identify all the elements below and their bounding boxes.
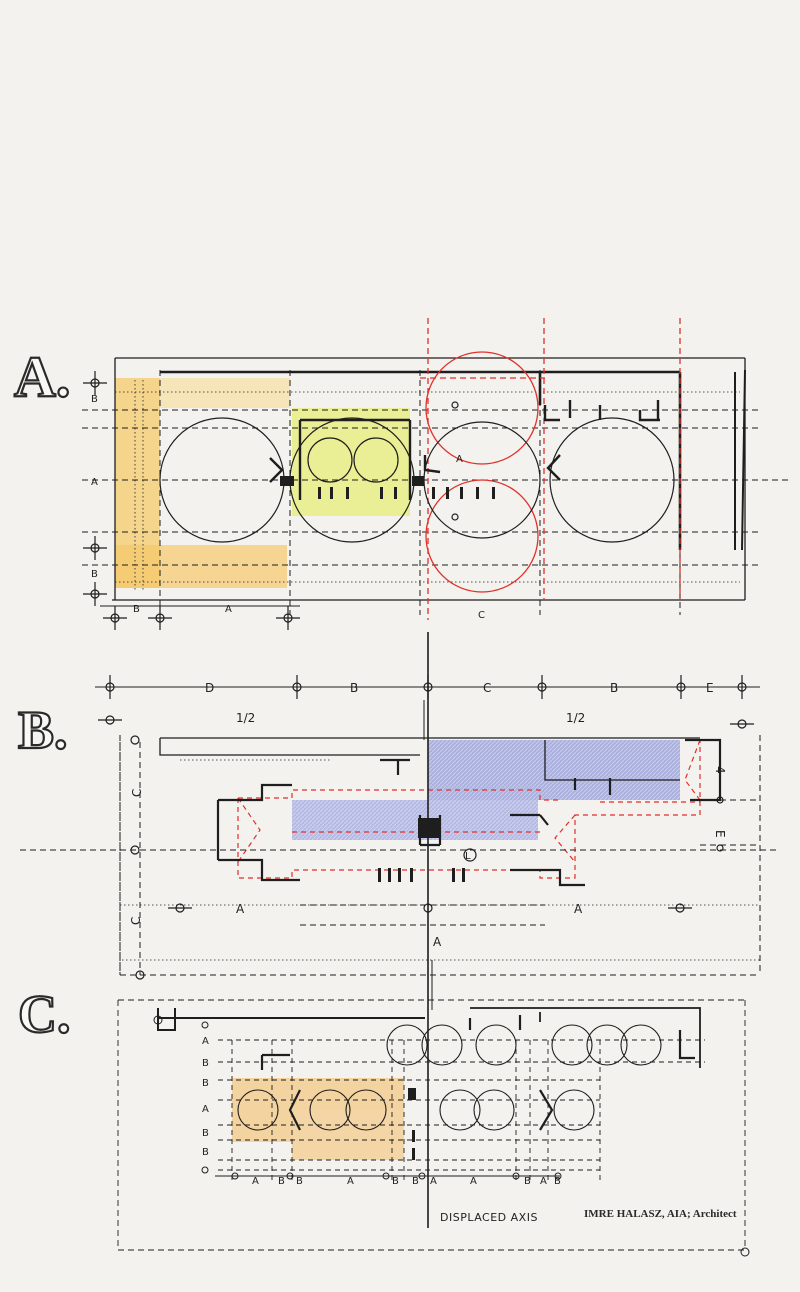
plan-c-dim-label: B	[524, 1176, 531, 1187]
plan-b-dim-label: C	[483, 681, 491, 695]
plan-c-dim-label: A	[430, 1176, 437, 1187]
plan-b-letter: B.	[18, 700, 68, 760]
plan-b-dim-label: 1/2	[236, 711, 255, 725]
plan-c-dim-label: B	[554, 1176, 561, 1187]
plan-c-orange-fill-left	[232, 1110, 292, 1142]
plan-b-dim-label: B	[350, 681, 358, 695]
plan-c-dim-label: A	[202, 1104, 209, 1115]
plan-b: D B C B E 1/2 1/2	[17, 675, 780, 980]
plan-a-yellow-fill-top	[160, 378, 290, 408]
plan-b-centerline-label: L	[465, 851, 471, 862]
plan-c-dim-label: B	[202, 1147, 209, 1158]
plan-a-dim-label: B	[91, 394, 98, 405]
plan-a-dim-label: B	[91, 569, 98, 580]
plan-c-dim-label: A	[252, 1176, 259, 1187]
plan-c-dim-label: A	[540, 1176, 547, 1187]
plan-c-dim-label: B	[412, 1176, 419, 1187]
plan-c-dim-label: A	[347, 1176, 354, 1187]
plan-c-dim-label: B	[202, 1058, 209, 1069]
plan-c-dim-label: B	[278, 1176, 285, 1187]
plan-c: A B B A B B A B B A A A B B B A B	[17, 983, 750, 1257]
plan-b-dim-label: 1/2	[566, 711, 585, 725]
plan-b-dim-label: C	[129, 917, 143, 925]
plan-b-dim-label: C	[130, 789, 144, 797]
plan-c-dim-label: A	[470, 1176, 477, 1187]
plan-a-dim-label: A	[225, 604, 232, 615]
plan-b-dim-label: E	[706, 681, 714, 695]
plan-b-dim-label: B	[610, 681, 618, 695]
plan-b-dim-label: 4	[713, 766, 727, 774]
plan-c-dim-label: B	[392, 1176, 399, 1187]
plan-a-yellow-fill-bottom	[115, 545, 287, 588]
plan-a-dim-label: C	[478, 610, 485, 621]
plan-b-dim-label: A	[433, 935, 442, 949]
plan-b-red-outline	[237, 739, 701, 879]
plan-b-dim-label: A	[574, 902, 583, 916]
plan-a-dim-label: A	[91, 477, 98, 488]
plan-c-dim-label: B	[296, 1176, 303, 1187]
plan-b-dim-label: E	[713, 830, 727, 838]
plan-b-dim-label: D	[205, 681, 214, 695]
plan-a: B A B B A C A A.	[13, 318, 790, 630]
plan-c-circles	[237, 1024, 662, 1131]
plan-c-dim-label: B	[202, 1078, 209, 1089]
plan-a-letter: A.	[14, 344, 70, 409]
plan-a-dim-label: B	[133, 604, 140, 615]
displaced-axis-caption: DISPLACED AXIS	[440, 1211, 538, 1224]
plan-a-lime-fill	[292, 408, 410, 516]
plan-c-dim-label: B	[202, 1128, 209, 1139]
plan-a-dim-label: A	[456, 454, 463, 465]
plan-a-red-axes	[420, 318, 681, 620]
plan-c-dim-label: A	[202, 1036, 209, 1047]
architect-credit: IMRE HALASZ, AIA; Architect	[584, 1208, 737, 1220]
plan-c-letter: C.	[18, 984, 71, 1044]
plan-b-dim-label: A	[236, 902, 245, 916]
plan-a-circles	[159, 417, 675, 543]
